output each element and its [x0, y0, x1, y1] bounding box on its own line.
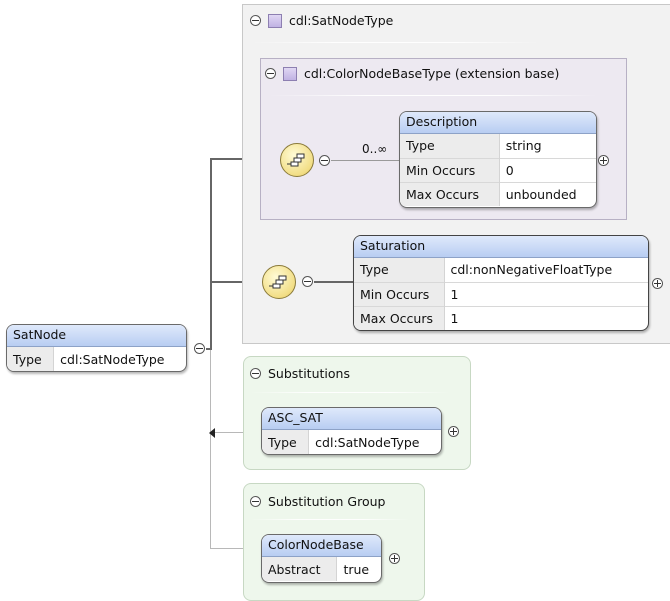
sequence-icon[interactable]	[280, 143, 314, 177]
satnodetype-label: cdl:SatNodeType	[289, 13, 394, 28]
property-key: Min Occurs	[400, 157, 500, 182]
property-value: cdl:SatNodeType	[60, 351, 165, 367]
complex-type-icon	[283, 66, 297, 81]
property-key: Max Occurs	[400, 181, 500, 206]
collapse-icon[interactable]	[250, 368, 261, 379]
expand-icon[interactable]	[652, 278, 663, 289]
connector-satnode-spine	[206, 348, 212, 350]
asc-sat-title: ASC_SAT	[262, 408, 441, 430]
connector-substitution-spine	[210, 350, 211, 548]
sequence-icon[interactable]	[262, 265, 296, 299]
asc-sat-element[interactable]: ASC_SAT Type cdl:SatNodeType	[261, 407, 442, 455]
table-row: Type string	[400, 134, 596, 158]
substitution-group-label: Substitution Group	[268, 494, 386, 509]
satnodetype-divider	[250, 42, 540, 43]
arrowhead-icon	[209, 428, 215, 438]
connector-to-saturation-seq	[210, 281, 262, 283]
satnode-title: SatNode	[7, 325, 186, 347]
colornodebase-title: ColorNodeBase	[262, 535, 381, 557]
table-row: Type cdl:SatNodeType	[262, 430, 441, 454]
substitutions-label: Substitutions	[268, 366, 350, 381]
connector-substitution-bottom	[210, 548, 262, 549]
asc-sat-properties: Type cdl:SatNodeType	[262, 430, 441, 454]
property-value: cdl:nonNegativeFloatType	[450, 262, 613, 278]
satnodetype-header: cdl:SatNodeType	[250, 13, 393, 28]
property-value: unbounded	[499, 181, 596, 206]
table-row: Type cdl:nonNegativeFloatType	[354, 258, 648, 282]
property-key: Type	[262, 430, 310, 454]
connector-saturation	[314, 281, 354, 283]
substitution-group-header: Substitution Group	[250, 494, 385, 509]
colornodebasetype-header: cdl:ColorNodeBaseType (extension base)	[265, 66, 559, 81]
colornodebase-properties: Abstract true	[262, 557, 381, 581]
sequence-glyph	[287, 153, 305, 167]
property-value: cdl:SatNodeType	[315, 434, 420, 450]
property-key: Type	[354, 258, 445, 282]
expand-icon[interactable]	[389, 553, 400, 564]
substitution-group-divider	[250, 519, 410, 520]
property-value: 0	[499, 157, 596, 182]
connector-substitutions-arrow	[214, 432, 262, 433]
sequence-glyph	[269, 275, 287, 289]
property-value: string	[505, 138, 542, 154]
table-row: Type cdl:SatNodeType	[7, 347, 186, 371]
property-key: Max Occurs	[354, 305, 445, 330]
description-cardinality: 0..∞	[362, 142, 388, 156]
connector-description	[331, 160, 401, 161]
satnode-properties: Type cdl:SatNodeType	[7, 347, 186, 371]
saturation-element[interactable]: Saturation Type cdl:nonNegativeFloatType …	[353, 235, 649, 331]
connector-spine	[210, 160, 212, 350]
connector-curve-top	[210, 158, 222, 160]
colornodebasetype-divider	[268, 95, 598, 96]
collapse-icon[interactable]	[194, 343, 205, 354]
collapse-icon[interactable]	[265, 68, 276, 79]
expand-icon[interactable]	[598, 155, 609, 166]
property-key: Min Occurs	[354, 281, 445, 306]
property-key: Type	[7, 347, 55, 371]
sequence-collapse-icon[interactable]	[319, 155, 330, 166]
satnode-element[interactable]: SatNode Type cdl:SatNodeType	[6, 324, 187, 372]
substitutions-header: Substitutions	[250, 366, 350, 381]
collapse-icon[interactable]	[250, 15, 261, 26]
table-row: Abstract true	[262, 557, 381, 581]
expand-icon[interactable]	[448, 426, 459, 437]
property-value: true	[343, 561, 370, 577]
colornodebase-element[interactable]: ColorNodeBase Abstract true	[261, 534, 382, 583]
substitutions-divider	[250, 392, 450, 393]
property-key: Type	[400, 134, 500, 158]
description-title: Description	[400, 112, 596, 134]
colornodebasetype-label: cdl:ColorNodeBaseType (extension base)	[304, 66, 560, 81]
property-key: Abstract	[262, 557, 338, 581]
saturation-title: Saturation	[354, 236, 648, 258]
property-value: 1	[444, 305, 648, 330]
complex-type-icon	[268, 13, 282, 28]
collapse-icon[interactable]	[250, 496, 261, 507]
property-value: 1	[444, 281, 648, 306]
sequence-collapse-icon[interactable]	[302, 276, 313, 287]
